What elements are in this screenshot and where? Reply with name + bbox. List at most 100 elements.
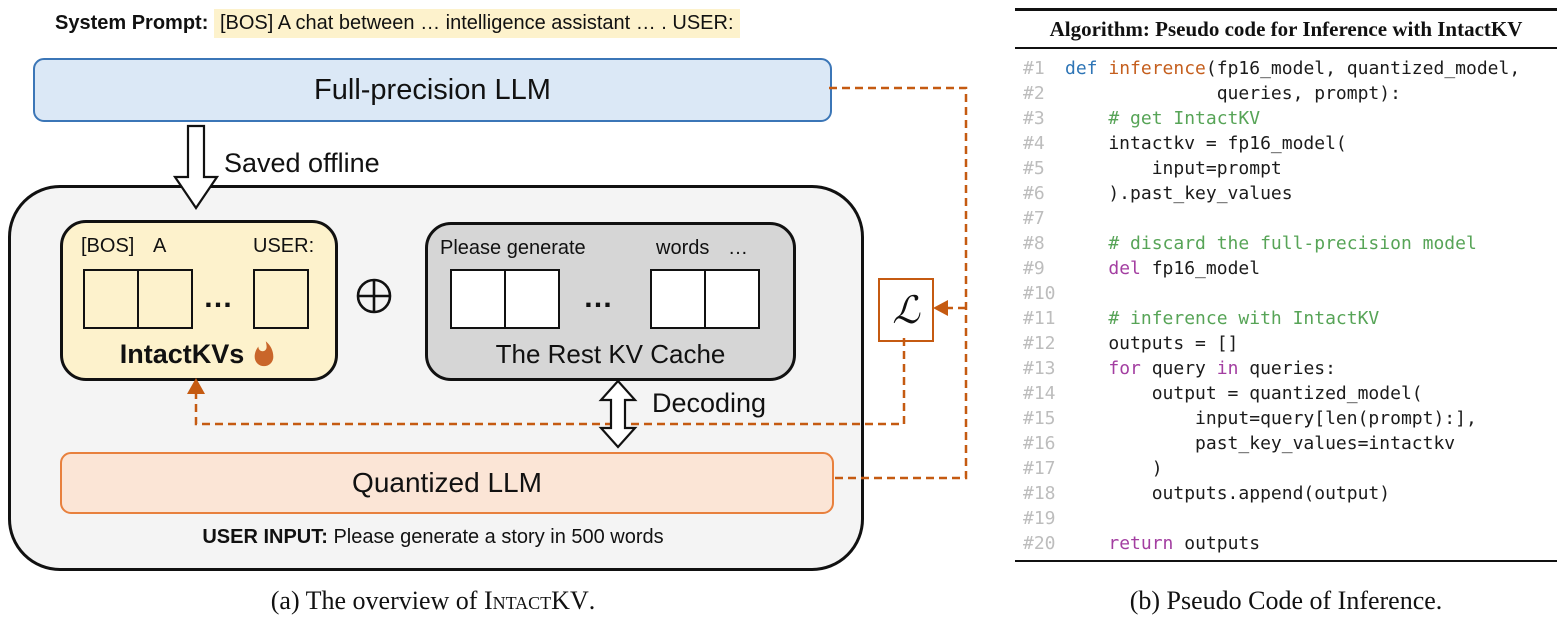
code-token: outputs = [] [1065, 333, 1239, 354]
full-precision-llm-box: Full-precision LLM [33, 58, 832, 122]
saved-offline-label: Saved offline [224, 148, 380, 178]
code-token: # inference with IntactKV [1065, 308, 1380, 329]
code-token: input=query[len(prompt):], [1065, 408, 1477, 429]
code-token [1065, 358, 1108, 379]
kv-token-square [504, 269, 560, 329]
rule-mid [1015, 47, 1557, 49]
code-token [1065, 258, 1108, 279]
algorithm-title: Algorithm: Pseudo code for Inference wit… [1049, 17, 1523, 41]
kv-token-square [137, 269, 193, 329]
code-token: outputs.append(output) [1065, 483, 1391, 504]
line-number: #20 [1023, 533, 1056, 554]
code-token: # discard the full-precision model [1065, 233, 1477, 254]
intactkv-label-row: IntactKVs [63, 339, 335, 370]
code-line: #18 outputs.append(output) [1023, 481, 1557, 506]
kv-token-label: USER: [253, 235, 315, 257]
kv-token-square [650, 269, 706, 329]
line-number: #5 [1023, 158, 1045, 179]
code-token: intactkv = fp16_model( [1065, 133, 1347, 154]
loss-symbol: ℒ [892, 288, 920, 332]
code-token: (fp16_model, quantized_model, [1205, 58, 1521, 79]
code-line: #1 def inference(fp16_model, quantized_mo… [1023, 56, 1557, 81]
code-line: #16 past_key_values=intactkv [1023, 431, 1557, 456]
line-number: #7 [1023, 208, 1045, 229]
line-number: #10 [1023, 283, 1056, 304]
code-token: input=prompt [1065, 158, 1282, 179]
kv-token-label: … [728, 237, 748, 259]
user-input-line: USER INPUT: Please generate a story in 5… [8, 526, 858, 549]
code-token: inference [1108, 58, 1206, 79]
caption-a-period: . [588, 586, 596, 615]
user-input-text: Please generate a story in 500 words [327, 526, 664, 548]
line-number: #12 [1023, 333, 1056, 354]
line-number: #19 [1023, 508, 1056, 529]
line-number: #13 [1023, 358, 1056, 379]
flame-icon [254, 341, 274, 367]
kv-token-square [450, 269, 506, 329]
rule-top [1015, 8, 1557, 11]
kv-token-square [83, 269, 139, 329]
code-token: fp16_model [1140, 258, 1261, 279]
kv-token-square [253, 269, 309, 329]
line-number: #4 [1023, 133, 1045, 154]
kv-token-label: Please generate [440, 237, 586, 259]
code-line: #12 outputs = [] [1023, 331, 1557, 356]
code-line: #17 ) [1023, 456, 1557, 481]
kv-token-square [704, 269, 760, 329]
code-token: outputs [1173, 533, 1261, 554]
code-line: #3 # get IntactKV [1023, 106, 1557, 131]
caption-a-smallcaps: IntactKV [483, 586, 589, 615]
line-number: #14 [1023, 383, 1056, 404]
line-number: #8 [1023, 233, 1045, 254]
line-number: #11 [1023, 308, 1056, 329]
code-line: #11 # inference with IntactKV [1023, 306, 1557, 331]
code-token: ).past_key_values [1065, 183, 1293, 204]
code-token: query [1140, 358, 1217, 379]
quantized-llm-label: Quantized LLM [352, 467, 542, 498]
user-input-label: USER INPUT: [202, 526, 328, 548]
line-number: #1 [1023, 58, 1045, 79]
code-token: # get IntactKV [1065, 108, 1261, 129]
code-line: #13 for query in queries: [1023, 356, 1557, 381]
code-line: #14 output = quantized_model( [1023, 381, 1557, 406]
caption-b: (b) Pseudo Code of Inference. [1129, 586, 1443, 615]
code-line: #10 [1023, 281, 1557, 306]
kv-token-label: words [656, 237, 710, 259]
loss-box: ℒ [878, 278, 934, 342]
kv-token-label: A [153, 235, 167, 257]
system-prompt-highlight: [BOS] A chat between … intelligence assi… [213, 9, 740, 38]
line-number: #3 [1023, 108, 1045, 129]
caption-a-text: (a) The overview of [270, 586, 484, 615]
kv-token-label: [BOS] [81, 235, 135, 257]
code-token: in [1216, 358, 1239, 379]
code-token: def [1065, 58, 1098, 79]
system-prompt-label: System Prompt: [55, 12, 209, 34]
intactkv-label: IntactKVs [119, 339, 245, 369]
kv-ellipsis: … [583, 281, 614, 314]
rest-kv-cache-label: The Rest KV Cache [495, 339, 726, 369]
code-token [1098, 58, 1109, 79]
code-token [1065, 533, 1108, 554]
code-token: return [1108, 533, 1174, 554]
code-line: #4 intactkv = fp16_model( [1023, 131, 1557, 156]
code-token: queries: [1238, 358, 1336, 379]
code-token: del [1108, 258, 1141, 279]
code-token: past_key_values=intactkv [1065, 433, 1456, 454]
line-number: #2 [1023, 83, 1045, 104]
system-prompt-line: System Prompt: [BOS] A chat between … in… [55, 9, 740, 38]
full-precision-llm-label: Full-precision LLM [314, 73, 551, 106]
code-lines: #1 def inference(fp16_model, quantized_mo… [1015, 49, 1557, 560]
line-number: #18 [1023, 483, 1056, 504]
line-number: #17 [1023, 458, 1056, 479]
code-line: #7 [1023, 206, 1557, 231]
code-line: #5 input=prompt [1023, 156, 1557, 181]
quantized-llm-box: Quantized LLM [60, 452, 834, 514]
rest-kv-cache-box: Please generate words … … The Rest KV Ca… [425, 222, 796, 381]
code-line: #8 # discard the full-precision model [1023, 231, 1557, 256]
line-number: #16 [1023, 433, 1056, 454]
code-line: #20 return outputs [1023, 531, 1557, 556]
code-token: queries, prompt): [1065, 83, 1401, 104]
algorithm-panel: Algorithm: Pseudo code for Inference wit… [1015, 8, 1557, 562]
code-token: output = quantized_model( [1065, 383, 1423, 404]
